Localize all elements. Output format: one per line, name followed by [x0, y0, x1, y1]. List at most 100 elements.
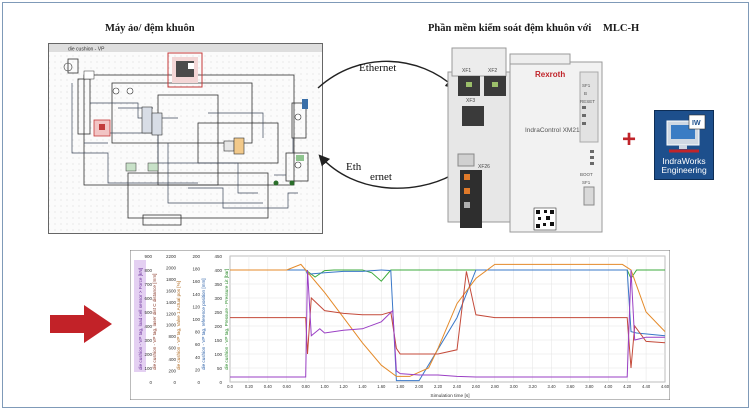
x-tick-label: 3.40 [547, 384, 556, 389]
x-tick-label: 2.60 [472, 384, 481, 389]
x-tick-label: 0.20 [245, 384, 254, 389]
x-tick-label: 1.00 [320, 384, 329, 389]
y-tick-label: 900 [144, 254, 152, 259]
plc-model: IndraControl XM21 [525, 127, 580, 134]
y-tick-label: 600 [168, 346, 176, 351]
x-tick-label: 1.40 [358, 384, 367, 389]
y-tick-label: 250 [214, 310, 222, 315]
schematic-window-title: die cushion - VP [68, 46, 105, 52]
y-tick-label: 2000 [166, 265, 177, 270]
x-tick-label: 2.20 [434, 384, 443, 389]
y-tick-label: 40 [195, 355, 201, 360]
x-tick-label: 2.00 [415, 384, 424, 389]
x-tick-label: 0.60 [283, 384, 292, 389]
y-tick-label: 800 [168, 334, 176, 339]
x-tick-label: 3.80 [585, 384, 594, 389]
y-tick-label: 350 [214, 282, 222, 287]
plus-sign: + [622, 126, 637, 153]
y-tick-label: 60 [195, 342, 201, 347]
y-tick-label: 200 [144, 352, 152, 357]
y-tick-label: 400 [168, 357, 176, 362]
y-tick-label: 20 [195, 367, 201, 372]
x-tick-label: 3.20 [529, 384, 538, 389]
x-tick-label: 3.00 [510, 384, 519, 389]
indraworks-label-line1: IndraWorks [662, 156, 706, 166]
x-tick-label: 4.40 [642, 384, 651, 389]
x-tick-label: 2.40 [453, 384, 462, 389]
axis-label-3: die cushion - VP tag, Valve 1 Actual pos… [176, 281, 181, 370]
y-tick-label: 100 [144, 366, 152, 371]
machine-title: Máy ảo/ đệm khuôn [105, 23, 195, 34]
x-tick-label: 0.0 [227, 384, 233, 389]
ethernet-label-top: Ethernet [359, 62, 397, 74]
plot-x-label: Simulation time [s] [430, 393, 469, 399]
y-tick-label: 120 [192, 304, 200, 309]
y-tick-label: 450 [214, 254, 222, 259]
y-tick-label: 0 [219, 380, 222, 385]
y-tick-label: 100 [214, 352, 222, 357]
y-tick-label: 1800 [166, 277, 177, 282]
plc-side-label-4: SF1 [582, 180, 591, 185]
series-line-3 [230, 263, 666, 377]
software-title: Phần mềm kiểm soát đệm khuôn với [428, 23, 592, 34]
ethernet-label-bottom-a: Eth [346, 161, 362, 173]
y-tick-label: 1400 [166, 300, 177, 305]
axis-label-2: die cushion - VP tag, laser dist C dista… [152, 274, 157, 370]
plc-port-xf1: XF1 [462, 68, 471, 74]
x-tick-label: 1.60 [377, 384, 386, 389]
y-tick-label: 80 [195, 330, 201, 335]
y-tick-label: 140 [192, 292, 200, 297]
y-tick-label: 300 [214, 296, 222, 301]
x-tick-label: 3.60 [566, 384, 575, 389]
y-tick-label: 1600 [166, 288, 177, 293]
indraworks-engineering-icon[interactable]: IW IndraWorks Engineering [654, 110, 714, 180]
axis-label-1: die cushion - VP tag, load cell sensor >… [138, 268, 143, 370]
y-tick-label: 1000 [166, 323, 177, 328]
y-tick-label: 200 [168, 369, 176, 374]
plc-side-label-5: BOOT [580, 172, 593, 177]
y-tick-label: 180 [192, 267, 200, 272]
x-tick-label: 0.40 [264, 384, 273, 389]
x-tick-label: 1.20 [339, 384, 348, 389]
y-tick-label: 0 [149, 380, 152, 385]
y-tick-label: 150 [214, 338, 222, 343]
indraworks-label-line2: Engineering [661, 165, 707, 175]
x-tick-label: 4.00 [604, 384, 613, 389]
y-tick-label: 1200 [166, 311, 177, 316]
y-tick-label: 700 [144, 282, 152, 287]
y-tick-label: 200 [214, 324, 222, 329]
y-tick-label: 100 [192, 317, 200, 322]
y-tick-label: 2200 [166, 254, 177, 259]
plc-side-label-1: SF1 [582, 83, 591, 88]
y-tick-label: 400 [144, 324, 152, 329]
plc-side-label-3: RESET [580, 99, 595, 104]
series-line-2 [230, 269, 666, 382]
x-tick-label: 2.80 [491, 384, 500, 389]
x-tick-label: 0.80 [302, 384, 311, 389]
y-tick-label: 600 [144, 296, 152, 301]
plc-status-label: XF26 [478, 164, 490, 170]
plc-brand: Rexroth [535, 70, 565, 79]
x-tick-label: 1.80 [396, 384, 405, 389]
axis-label-5: die cushion - VP tag, Pressure - Pressur… [224, 269, 229, 370]
plc-side-label-2: B [584, 91, 587, 96]
y-tick-label: 500 [144, 310, 152, 315]
controller-name: MLC-H [603, 23, 640, 34]
y-tick-label: 300 [144, 338, 152, 343]
plc-port-xf3: XF3 [466, 98, 475, 104]
plc-port-xf2: XF2 [488, 68, 497, 74]
series-line-5 [230, 269, 665, 378]
simulation-plot: die cushion - VP tag, load cell sensor >… [130, 250, 670, 400]
red-arrow-icon [50, 305, 112, 343]
x-tick-label: 4.20 [623, 384, 632, 389]
y-tick-label: 0 [197, 380, 200, 385]
y-tick-label: 200 [192, 254, 200, 259]
x-tick-label: 4.60 [661, 384, 670, 389]
y-tick-label: 0 [173, 380, 176, 385]
ethernet-label-bottom-b: ernet [370, 171, 392, 183]
axis-label-4: die cushion - VP tag, reference position… [201, 278, 206, 370]
plc-controller: XF1 XF2 XF3 XF26 Rexroth IndraControl XM… [447, 47, 603, 233]
y-tick-label: 400 [214, 268, 222, 273]
indraworks-badge: IW [692, 120, 701, 127]
